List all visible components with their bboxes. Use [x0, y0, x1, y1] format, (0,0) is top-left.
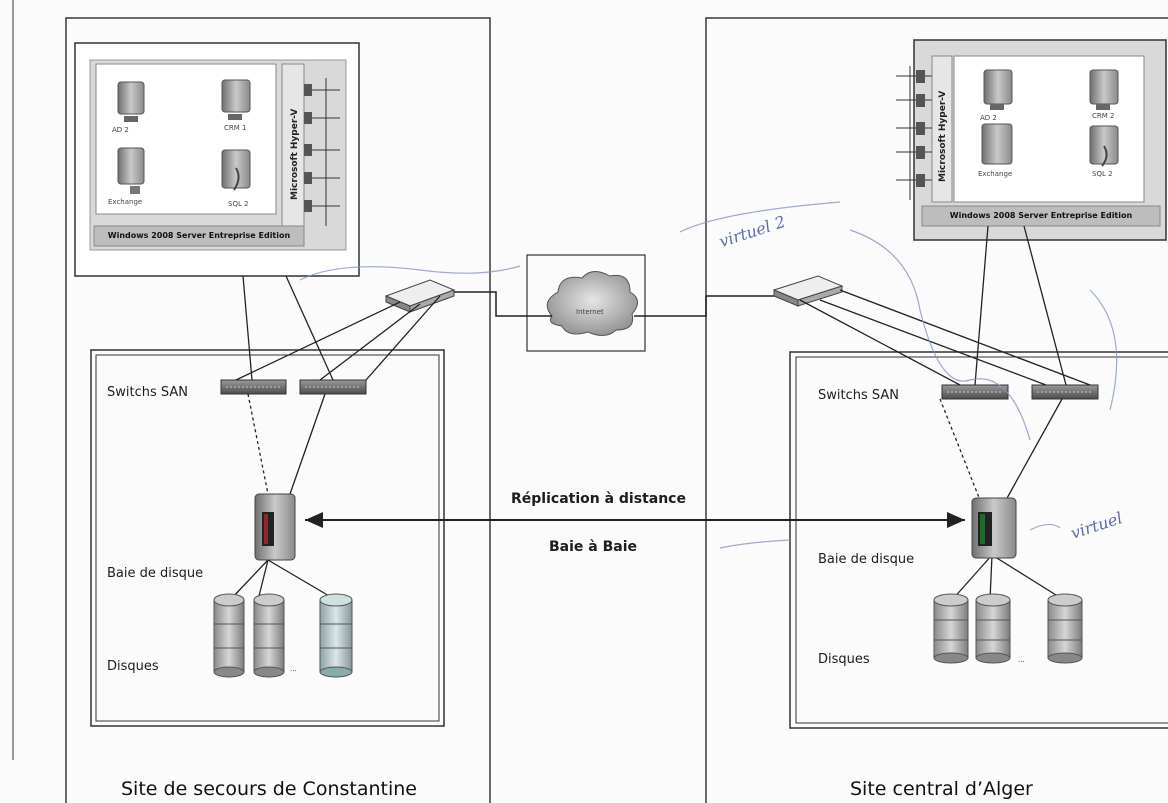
- left-san-switch-1: [221, 380, 286, 394]
- disk-tag: ...: [290, 665, 297, 673]
- server-icon: [1090, 70, 1118, 110]
- disk-icon: [214, 594, 244, 677]
- vm-label: AD 2: [112, 126, 129, 134]
- left-san-switch-2: [300, 380, 366, 394]
- vm-label: SQL 2: [1092, 170, 1113, 178]
- left-lan-switch: [386, 280, 454, 312]
- disk-icon: [254, 594, 284, 677]
- disks-label: Disques: [107, 659, 159, 674]
- disk-icon: [934, 594, 968, 663]
- left-site-caption: Site de secours de Constantine: [121, 778, 417, 800]
- left-disk-array: [255, 494, 295, 560]
- storage-label: Baie de disque: [107, 566, 203, 581]
- server-icon: [1090, 126, 1118, 166]
- vm-label: AD 2: [980, 114, 997, 122]
- right-hyperv-host: [914, 40, 1166, 240]
- disk-icon: [1048, 594, 1082, 663]
- vm-label: Exchange: [978, 170, 1012, 178]
- right-disks: [934, 594, 1082, 663]
- edition-label: Windows 2008 Server Entreprise Edition: [94, 231, 304, 240]
- right-site-caption: Site central d’Alger: [850, 778, 1033, 800]
- internet-cloud: [527, 255, 645, 351]
- switches-label: Switchs SAN: [107, 385, 188, 400]
- right-disk-array: [972, 498, 1016, 558]
- disk-icon: [320, 594, 352, 677]
- disk-icon: [976, 594, 1010, 663]
- replication-label: Réplication à distance: [511, 491, 686, 507]
- vm-label: CRM 1: [224, 124, 246, 132]
- right-links: [800, 226, 1090, 600]
- internet-label: Internet: [576, 308, 604, 316]
- vm-label: CRM 2: [1092, 112, 1114, 120]
- left-disks: [214, 594, 352, 677]
- vm-label: SQL 2: [228, 200, 249, 208]
- storage-label: Baie de disque: [818, 552, 914, 567]
- vm-label: Exchange: [108, 198, 142, 206]
- pencil-scribbles: [300, 202, 1117, 548]
- switches-label: Switchs SAN: [818, 388, 899, 403]
- hyperv-label: Microsoft Hyper-V: [938, 91, 948, 182]
- disk-tag: ...: [1018, 656, 1025, 664]
- right-san-switch-1: [942, 385, 1008, 399]
- right-lan-switch: [774, 276, 842, 306]
- edition-label: Windows 2008 Server Entreprise Edition: [922, 211, 1160, 220]
- server-icon: [982, 124, 1012, 164]
- right-san-switch-2: [1032, 385, 1098, 399]
- server-icon: [984, 70, 1012, 110]
- hyperv-label: Microsoft Hyper-V: [290, 109, 300, 200]
- server-icon: [222, 150, 250, 190]
- disks-label: Disques: [818, 652, 870, 667]
- replication-sublabel: Baie à Baie: [549, 539, 637, 555]
